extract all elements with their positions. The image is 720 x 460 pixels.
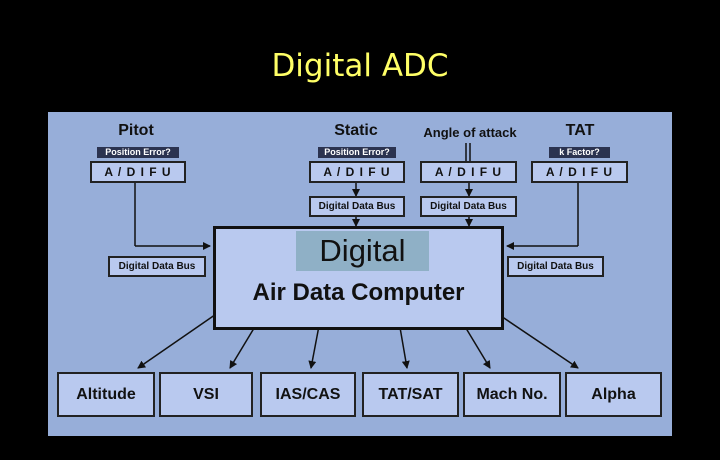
pitot-position-error-tag: Position Error? xyxy=(97,147,179,158)
air-data-computer-box: Digital Air Data Computer xyxy=(213,226,504,330)
adc-name-label: Air Data Computer xyxy=(252,279,465,306)
output-ias-cas-box: IAS/CAS xyxy=(260,372,356,417)
pitot-adif-box: A / D I F U xyxy=(90,161,186,183)
adc-digital-label: Digital xyxy=(296,231,429,271)
output-vsi-box: VSI xyxy=(159,372,253,417)
angle-of-attack-label: Angle of attack xyxy=(423,125,517,140)
output-altitude-box: Altitude xyxy=(57,372,155,417)
pitot-label: Pitot xyxy=(118,122,154,139)
tat-label: TAT xyxy=(565,122,595,139)
slide-title: Digital ADC xyxy=(271,48,449,84)
left-data-bus-box: Digital Data Bus xyxy=(108,256,206,277)
tat-k-factor-tag: k Factor? xyxy=(549,147,610,158)
static-label: Static xyxy=(334,122,378,139)
aoa-adif-box: A / D I F U xyxy=(420,161,517,183)
static-adif-box: A / D I F U xyxy=(309,161,405,183)
output-alpha-box: Alpha xyxy=(565,372,662,417)
static-data-bus-box: Digital Data Bus xyxy=(309,196,405,217)
output-tat-sat-box: TAT/SAT xyxy=(362,372,459,417)
aoa-data-bus-box: Digital Data Bus xyxy=(420,196,517,217)
output-mach-box: Mach No. xyxy=(463,372,561,417)
tat-adif-box: A / D I F U xyxy=(531,161,628,183)
static-position-error-tag: Position Error? xyxy=(318,147,396,158)
right-data-bus-box: Digital Data Bus xyxy=(507,256,604,277)
